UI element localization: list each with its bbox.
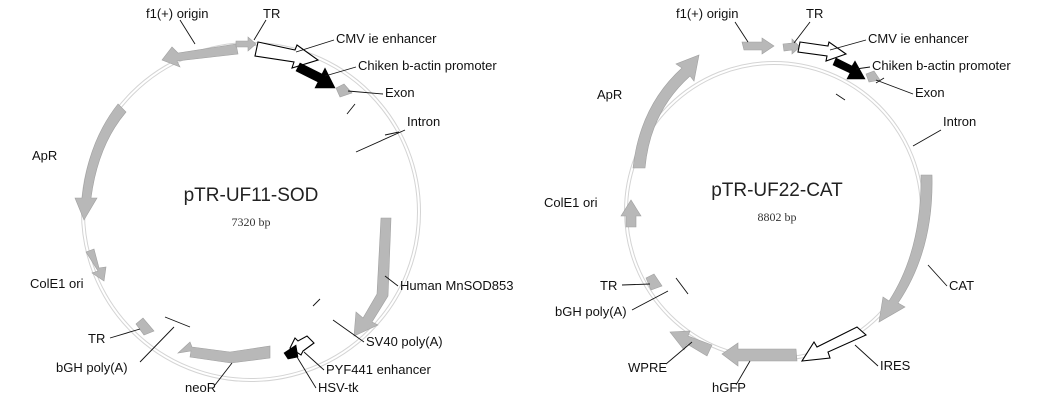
feature-label-ires: IRES <box>880 358 911 373</box>
intron-start-marker-icon <box>875 77 885 84</box>
intron-end-marker-icon <box>384 131 400 136</box>
mnsod-arrow-icon <box>353 217 392 337</box>
feature-label-tr-top: TR <box>806 6 823 21</box>
apr-arrow-icon <box>632 54 700 169</box>
feature-label-f1-origin: f1(+) origin <box>676 6 739 21</box>
cmv-enhancer-arrow-icon <box>797 41 848 62</box>
exon-arrow-icon <box>335 83 353 98</box>
feature-label-mnsod: Human MnSOD853 <box>400 278 513 293</box>
bgh-marker-icon <box>675 277 689 295</box>
feature-label-exon: Exon <box>915 85 945 100</box>
tr-bottom-arrow-icon <box>135 317 155 336</box>
plasmid-size-left: 7320 bp <box>232 215 271 229</box>
sv40-marker-icon <box>312 298 321 307</box>
promoter-arrow-icon <box>832 57 866 80</box>
feature-label-apr: ApR <box>32 148 57 163</box>
feature-label-promoter: Chiken b-actin promoter <box>872 58 1011 73</box>
f1-origin-arrow-icon <box>161 43 239 68</box>
feature-label-cat: CAT <box>949 278 974 293</box>
feature-label-hsv-tk: HSV-tk <box>318 380 359 395</box>
cole1-ori-arrow-icon <box>85 248 107 282</box>
plasmid-name-right: pTR-UF22-CAT <box>711 180 843 201</box>
neor-arrow-icon <box>177 341 271 364</box>
plasmid-map-left: pTR-UF11-SOD 7320 bp f1(+) origin TR CMV… <box>30 6 513 395</box>
wpre-arrow-icon <box>669 330 713 357</box>
cat-arrow-icon <box>878 174 933 323</box>
feature-label-exon: Exon <box>385 85 415 100</box>
intron-inner-marker-icon <box>835 93 846 101</box>
tr-bottom-arrow-icon <box>645 273 663 291</box>
f1-origin-arrow-icon <box>741 37 775 55</box>
bgh-marker-icon <box>164 316 191 328</box>
feature-label-tr-bottom: TR <box>600 278 617 293</box>
feature-label-cmv-enhancer: CMV ie enhancer <box>868 31 969 46</box>
plasmid-name-left: pTR-UF11-SOD <box>184 185 319 206</box>
feature-label-sv40: SV40 poly(A) <box>366 334 443 349</box>
feature-label-neor: neoR <box>185 380 216 395</box>
feature-label-pyf441: PYF441 enhancer <box>326 362 431 377</box>
cole1-ori-arrow-icon <box>620 199 642 228</box>
promoter-arrow-icon <box>295 62 336 89</box>
hsv-tk-arrow-icon <box>283 344 299 360</box>
tr-top-arrow-icon <box>235 36 257 52</box>
feature-label-hgfp: hGFP <box>712 380 746 395</box>
feature-label-promoter: Chiken b-actin promoter <box>358 58 497 73</box>
feature-label-bgh: bGH poly(A) <box>56 360 128 375</box>
feature-label-cmv-enhancer: CMV ie enhancer <box>336 31 437 46</box>
intron-start-marker-icon <box>346 103 356 115</box>
feature-label-tr-bottom: TR <box>88 331 105 346</box>
feature-label-f1-origin: f1(+) origin <box>146 6 209 21</box>
plasmid-map-right: pTR-UF22-CAT 8802 bp f1(+) origin TR CMV… <box>544 6 1011 395</box>
feature-label-intron: Intron <box>943 114 976 129</box>
feature-label-cole1: ColE1 ori <box>30 276 84 291</box>
feature-label-apr: ApR <box>597 87 622 102</box>
feature-label-wpre: WPRE <box>628 360 667 375</box>
tr-top-arrow-icon <box>782 38 801 55</box>
feature-label-bgh: bGH poly(A) <box>555 304 627 319</box>
plasmid-size-right: 8802 bp <box>758 210 797 224</box>
apr-arrow-icon <box>74 103 127 221</box>
cmv-enhancer-arrow-icon <box>254 41 320 69</box>
feature-label-intron: Intron <box>407 114 440 129</box>
feature-label-tr-top: TR <box>263 6 280 21</box>
feature-label-cole1: ColE1 ori <box>544 195 598 210</box>
ires-arrow-icon <box>800 326 868 362</box>
hgfp-arrow-icon <box>721 342 798 367</box>
